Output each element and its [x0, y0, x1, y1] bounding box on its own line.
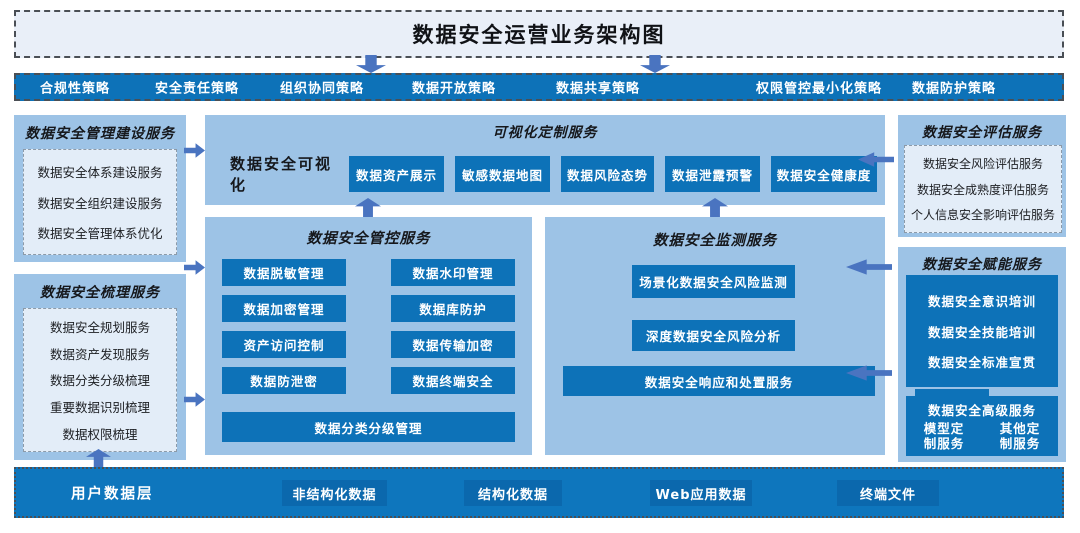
assessment-services-box: 数据安全评估服务 数据安全风险评估服务 数据安全成熟度评估服务 个人信息安全影响… — [898, 115, 1066, 237]
visualization-services-title: 可视化定制服务 — [492, 125, 598, 141]
policy-item: 组织协同策略 — [279, 81, 365, 97]
policy-bar: 合规性策略 安全责任策略 组织协同策略 数据开放策略 数据共享策略 权限管控最小… — [14, 73, 1064, 101]
control-button: 数据传输加密 — [391, 331, 515, 358]
management-services-box: 数据安全管理建设服务 数据安全体系建设服务 数据安全组织建设服务 数据安全管理体… — [14, 115, 186, 262]
advanced-item: 其他定制服务 — [999, 421, 1041, 451]
diagram-title: 数据安全运营业务架构图 — [412, 22, 666, 47]
viz-button: 数据资产展示 — [349, 156, 444, 192]
control-button: 数据库防护 — [391, 295, 515, 322]
list-item: 数据权限梳理 — [62, 427, 138, 443]
list-item: 数据安全风险评估服务 — [922, 156, 1043, 171]
arrow-management-to-visualization — [184, 143, 205, 158]
viz-button: 数据泄露预警 — [665, 156, 760, 192]
diagram-title-box: 数据安全运营业务架构图 — [14, 10, 1064, 58]
viz-button: 数据风险态势 — [561, 156, 654, 192]
advanced-item: 模型定制服务 — [923, 421, 965, 451]
list-item: 数据分类分级梳理 — [49, 373, 150, 389]
control-wide-button: 数据分类分级管理 — [222, 412, 515, 442]
control-button: 数据加密管理 — [222, 295, 346, 322]
list-item: 数据安全规划服务 — [49, 319, 150, 335]
control-button: 数据防泄密 — [222, 367, 346, 394]
control-button: 数据水印管理 — [391, 259, 515, 286]
monitoring-button: 场景化数据安全风险监测 — [632, 265, 795, 298]
enablement-advanced-box: 数据安全高级服务 模型定制服务 其他定制服务 — [906, 396, 1058, 456]
sorting-services-box: 数据安全梳理服务 数据安全规划服务 数据资产发现服务 数据分类分级梳理 重要数据… — [14, 274, 186, 460]
assessment-services-list: 数据安全风险评估服务 数据安全成熟度评估服务 个人信息安全影响评估服务 — [904, 145, 1062, 233]
list-item: 个人信息安全影响评估服务 — [910, 208, 1055, 223]
policy-item: 数据防护策略 — [911, 81, 997, 97]
list-item: 数据安全体系建设服务 — [37, 164, 163, 180]
arrow-left-to-control-top — [184, 260, 205, 275]
list-item: 数据安全技能培训 — [927, 324, 1036, 340]
policy-item: 数据共享策略 — [555, 81, 641, 97]
list-item: 数据安全意识培训 — [927, 293, 1036, 309]
list-item: 数据资产发现服务 — [49, 346, 150, 362]
assessment-services-title: 数据安全评估服务 — [922, 125, 1042, 141]
viz-button: 数据安全健康度 — [771, 156, 877, 192]
viz-button: 敏感数据地图 — [455, 156, 550, 192]
control-services-title: 数据安全管控服务 — [306, 230, 431, 247]
data-chip: 结构化数据 — [464, 480, 562, 506]
data-chip: Web应用数据 — [650, 480, 752, 506]
enablement-services-box: 数据安全赋能服务 数据安全意识培训 数据安全技能培训 数据安全标准宣贯 数据安全… — [898, 247, 1066, 462]
advanced-tab-notch — [915, 389, 989, 399]
data-chip: 终端文件 — [837, 480, 939, 506]
user-data-layer-bar: 用户数据层 非结构化数据 结构化数据 Web应用数据 终端文件 — [14, 467, 1064, 518]
control-button: 数据终端安全 — [391, 367, 515, 394]
enablement-training-box: 数据安全意识培训 数据安全技能培训 数据安全标准宣贯 — [906, 275, 1058, 387]
control-services-box: 数据安全管控服务 数据脱敏管理 数据水印管理 数据加密管理 数据库防护 资产访问… — [205, 217, 532, 455]
policy-item: 安全责任策略 — [154, 81, 240, 97]
list-item: 数据安全管理体系优化 — [37, 226, 163, 242]
monitoring-button: 深度数据安全风险分析 — [632, 320, 795, 351]
arrow-sorting-to-control — [184, 392, 205, 407]
data-chip: 非结构化数据 — [282, 480, 387, 506]
policy-item: 权限管控最小化策略 — [755, 81, 883, 97]
visualization-services-box: 可视化定制服务 数据安全可视化 数据资产展示 敏感数据地图 数据风险态势 数据泄… — [205, 115, 885, 205]
list-item: 数据安全标准宣贯 — [927, 355, 1036, 371]
monitoring-services-box: 数据安全监测服务 场景化数据安全风险监测 深度数据安全风险分析 数据安全响应和处… — [545, 217, 885, 455]
data-layer-label: 用户数据层 — [71, 486, 154, 502]
monitoring-wide-button: 数据安全响应和处置服务 — [563, 366, 875, 396]
list-item: 重要数据识别梳理 — [49, 400, 150, 416]
list-item: 数据安全成熟度评估服务 — [916, 182, 1049, 197]
policy-item: 数据开放策略 — [411, 81, 497, 97]
sorting-services-list: 数据安全规划服务 数据资产发现服务 数据分类分级梳理 重要数据识别梳理 数据权限… — [23, 308, 177, 452]
control-button: 资产访问控制 — [222, 331, 346, 358]
advanced-header: 数据安全高级服务 — [927, 403, 1036, 418]
management-services-title: 数据安全管理建设服务 — [25, 126, 175, 142]
management-services-list: 数据安全体系建设服务 数据安全组织建设服务 数据安全管理体系优化 — [23, 149, 177, 255]
control-button: 数据脱敏管理 — [222, 259, 346, 286]
monitoring-services-title: 数据安全监测服务 — [653, 232, 777, 249]
sorting-services-title: 数据安全梳理服务 — [40, 285, 160, 301]
enablement-services-title: 数据安全赋能服务 — [922, 257, 1042, 273]
visualization-label: 数据安全可视化 — [230, 155, 333, 194]
policy-item: 合规性策略 — [39, 81, 111, 97]
list-item: 数据安全组织建设服务 — [37, 195, 163, 211]
